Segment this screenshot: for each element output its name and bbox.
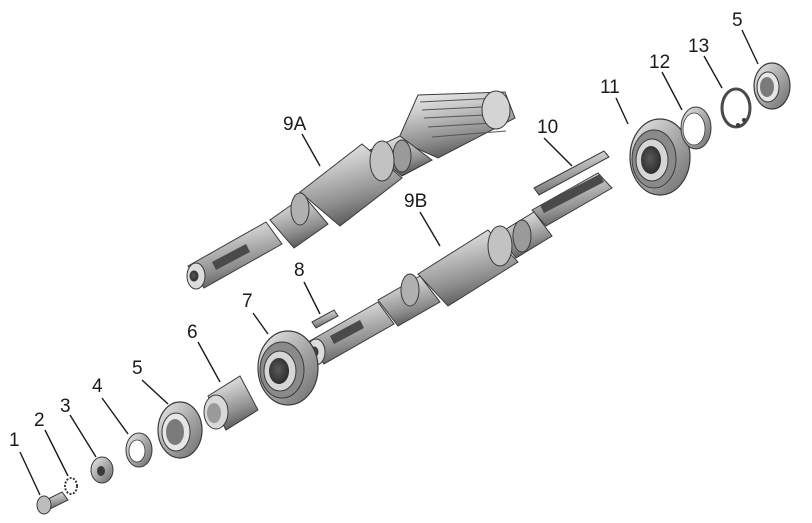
bearing-11 bbox=[629, 118, 691, 196]
leader-5b bbox=[741, 29, 759, 65]
leader-2 bbox=[44, 429, 69, 477]
callout-9b: 9B bbox=[404, 191, 427, 212]
callout-3: 3 bbox=[60, 396, 71, 417]
key-10 bbox=[533, 150, 610, 196]
shaft-9b bbox=[306, 172, 613, 366]
shaft-9a bbox=[186, 90, 516, 290]
leader-13 bbox=[703, 55, 723, 89]
leader-6 bbox=[197, 341, 221, 383]
retaining-ring-13 bbox=[720, 87, 752, 129]
callouts: 1 2 3 4 5 6 7 8 9A 9B 10 11 12 13 5 bbox=[9, 10, 743, 451]
bolt-1 bbox=[36, 491, 69, 515]
callout-5a: 5 bbox=[132, 358, 143, 379]
leader-3 bbox=[69, 414, 97, 458]
leader-10 bbox=[543, 137, 573, 167]
leader-7 bbox=[252, 312, 269, 335]
leader-lines bbox=[19, 29, 759, 496]
callout-6: 6 bbox=[187, 322, 198, 343]
seal-5-left bbox=[157, 401, 203, 459]
leader-12 bbox=[661, 71, 683, 111]
callout-7: 7 bbox=[242, 291, 253, 312]
callout-2: 2 bbox=[34, 410, 45, 431]
leader-8 bbox=[303, 281, 321, 315]
seal-5-right bbox=[753, 62, 791, 110]
callout-8: 8 bbox=[294, 260, 305, 281]
sleeve-6 bbox=[203, 375, 259, 431]
leader-4 bbox=[101, 397, 129, 435]
key-8 bbox=[311, 309, 339, 329]
leader-9a bbox=[301, 133, 321, 167]
callout-10: 10 bbox=[537, 117, 558, 138]
leader-1 bbox=[19, 451, 41, 496]
callout-13: 13 bbox=[688, 36, 709, 57]
callout-9a: 9A bbox=[283, 114, 307, 135]
callout-5b: 5 bbox=[732, 10, 743, 31]
callout-4: 4 bbox=[92, 376, 103, 397]
leader-11 bbox=[615, 97, 629, 125]
washer-3 bbox=[90, 456, 114, 484]
lockwasher-2 bbox=[64, 477, 78, 495]
bearing-7 bbox=[257, 330, 319, 406]
leader-5a bbox=[141, 379, 169, 405]
callout-12: 12 bbox=[649, 52, 670, 73]
callout-11: 11 bbox=[600, 77, 620, 98]
ring-12 bbox=[680, 106, 712, 150]
callout-1: 1 bbox=[9, 430, 20, 451]
leader-9b bbox=[419, 211, 441, 247]
washer-4 bbox=[125, 432, 153, 468]
